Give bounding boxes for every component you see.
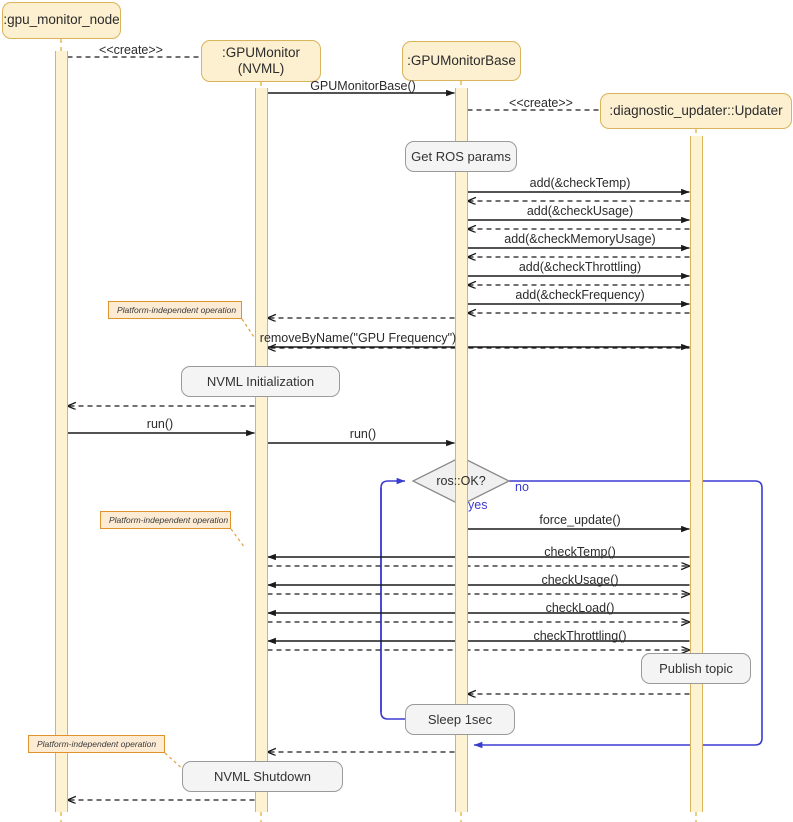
note-label: Platform-independent operation — [109, 515, 229, 525]
lifeline-stems — [60, 39, 697, 822]
message-label-m6: add(&checkUsage) — [526, 204, 634, 218]
action-label: Sleep 1sec — [427, 712, 493, 727]
action-nvml-shutdown[interactable]: NVML Shutdown — [182, 761, 343, 792]
message-label-m21: checkTemp() — [544, 545, 616, 559]
loop-branch-lines — [380, 477, 763, 749]
message-label-m3: <<create>> — [509, 96, 573, 110]
decision-yes-label: yes — [468, 498, 488, 512]
participant-diagnostic-updater[interactable]: :diagnostic_updater::Updater — [600, 93, 792, 129]
message-label-m1: <<create>> — [99, 43, 163, 57]
message-label-m18: run() — [146, 417, 174, 431]
message-label-m8: add(&checkMemoryUsage) — [504, 232, 656, 246]
note-platform-independent-1: Platform-independent operation — [108, 301, 242, 319]
message-label-m19: run() — [349, 427, 377, 441]
participant-gpu-monitor[interactable]: :GPUMonitor (NVML) — [201, 40, 321, 82]
message-label-m25: checkLoad() — [545, 601, 615, 615]
message-label-m27: checkThrottling() — [533, 629, 627, 643]
participant-label: :diagnostic_updater::Updater — [609, 102, 783, 118]
participant-label: :GPUMonitorBase — [407, 52, 516, 68]
activation-node — [54, 51, 68, 812]
action-sleep-1sec[interactable]: Sleep 1sec — [405, 704, 515, 735]
participant-gpu-monitor-base[interactable]: :GPUMonitorBase — [402, 41, 521, 81]
message-label-m12: add(&checkFrequency) — [515, 288, 645, 302]
participant-label-line1: :GPUMonitor — [221, 44, 301, 60]
note-label: Platform-independent operation — [117, 305, 237, 315]
action-label: Get ROS params — [411, 149, 511, 164]
participant-label: :gpu_monitor_node — [3, 12, 120, 28]
note-platform-independent-3: Platform-independent operation — [28, 735, 165, 753]
note-label: Platform-independent operation — [37, 739, 157, 749]
action-nvml-initialization[interactable]: NVML Initialization — [181, 366, 340, 397]
decision-label: ros::OK? — [436, 474, 486, 488]
message-label-m2: GPUMonitorBase() — [310, 79, 416, 93]
note-platform-independent-2: Platform-independent operation — [100, 511, 231, 529]
activation-updater — [689, 136, 703, 812]
activation-monitor — [254, 88, 268, 812]
action-publish-topic[interactable]: Publish topic — [641, 653, 751, 684]
message-label-m4: add(&checkTemp) — [529, 176, 631, 190]
action-get-ros-params[interactable]: Get ROS params — [405, 141, 517, 172]
message-label-m10: add(&checkThrottling) — [518, 260, 642, 274]
action-label: NVML Shutdown — [213, 769, 312, 784]
action-label: Publish topic — [659, 661, 733, 676]
participant-label-line2: (NVML) — [237, 61, 285, 76]
activation-base — [454, 88, 468, 812]
action-label: NVML Initialization — [206, 374, 315, 389]
message-label-m15: removeByName("GPU Frequency") — [259, 331, 457, 345]
decision-no-label: no — [515, 480, 529, 494]
message-label-m23: checkUsage() — [541, 573, 619, 587]
message-label-m20: force_update() — [539, 513, 621, 527]
participant-gpu-monitor-node[interactable]: :gpu_monitor_node — [2, 2, 121, 39]
